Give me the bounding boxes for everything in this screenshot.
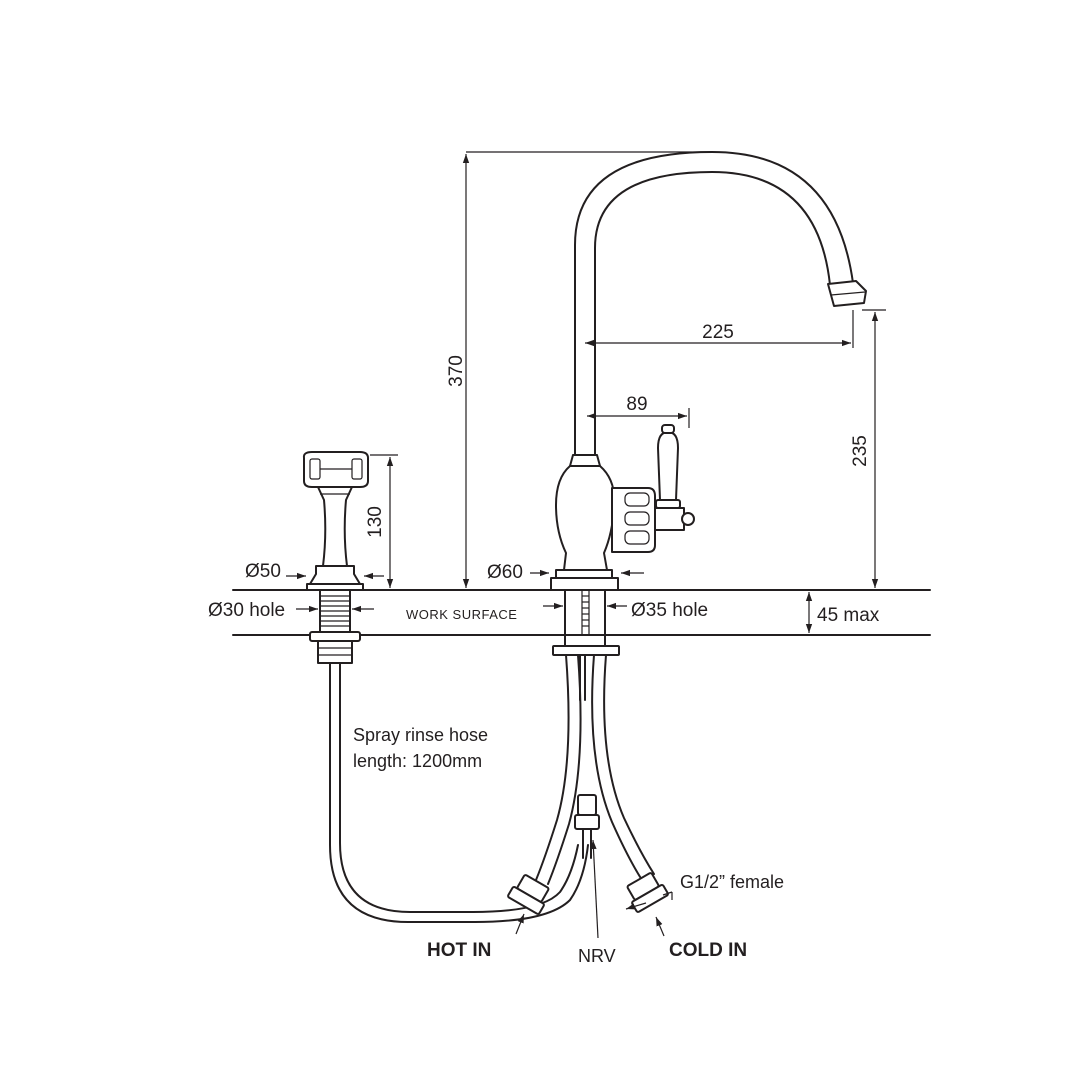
connection-label: G1/2” female [680,872,784,892]
labels: 370 225 89 235 130 Ø50 Ø60 Ø30 hole Ø35 … [208,322,880,966]
dim-tap-base: Ø60 [487,562,523,583]
dim-lever-offset: 89 [626,394,647,415]
dim-surface-thickness: 45 max [817,605,880,626]
dim-spray-hole: Ø30 hole [208,600,285,621]
dim-spray-base: Ø50 [245,561,281,582]
nrv-label: NRV [578,946,616,966]
spray-hose [329,662,589,923]
dim-total-height: 370 [446,355,467,387]
dim-tap-hole: Ø35 hole [631,600,708,621]
spray-handset [302,451,369,664]
work-surface-label: WORK SURFACE [406,607,517,622]
hot-in-label: HOT IN [427,940,491,961]
hose-length-line2: length: 1200mm [353,751,482,771]
dim-spout-reach: 225 [702,322,734,343]
tap-body [550,151,867,701]
dim-spray-height: 130 [365,506,386,538]
cold-in-label: COLD IN [669,940,747,961]
supply-hoses [507,654,669,915]
hose-length-line1: Spray rinse hose [353,725,488,745]
dim-spout-height: 235 [850,435,871,467]
dimension-lines [286,151,886,939]
